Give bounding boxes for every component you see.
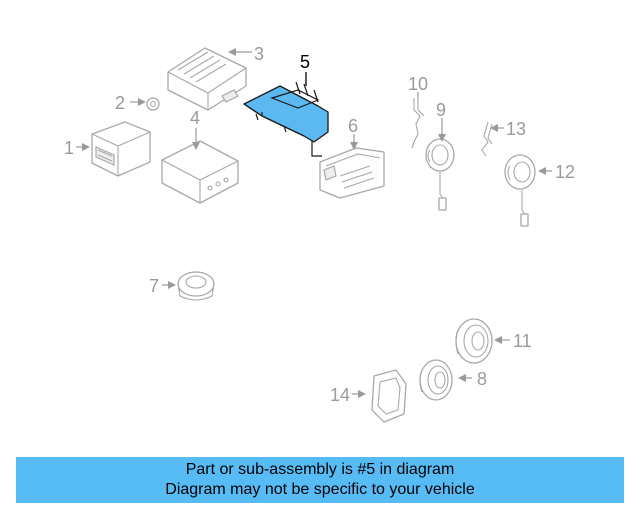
part-5-bracket[interactable] (243, 81, 329, 157)
part-12-speaker[interactable] (504, 154, 536, 227)
callout-12-label: 12 (555, 162, 575, 182)
callout-14-label: 14 (330, 385, 350, 405)
part-14-ring[interactable] (371, 369, 407, 423)
callout-1-label: 1 (64, 138, 74, 158)
part-3-amplifier[interactable] (167, 47, 247, 111)
callout-6-label: 6 (348, 116, 358, 136)
banner-line-part: Part or sub-assembly is #5 in diagram (185, 461, 455, 478)
part-7-tweeter[interactable] (177, 271, 215, 301)
part-1-receiver[interactable] (91, 121, 151, 177)
callout-3-label: 3 (254, 44, 264, 64)
part-8-speaker[interactable] (419, 359, 453, 401)
callout-5-label: 5 (300, 52, 310, 72)
part-10-lead[interactable] (411, 98, 425, 149)
callout-9-label: 9 (436, 100, 446, 120)
callout-10-label: 10 (408, 74, 428, 94)
callout-11-label: 11 (513, 331, 532, 351)
callout-2-arrow (138, 98, 146, 106)
callout-7-label: 7 (149, 276, 159, 296)
callout-11-arrow (494, 336, 502, 344)
part-2-clip[interactable] (146, 97, 160, 111)
callout-1-arrow (82, 143, 90, 151)
callout-12-arrow (538, 167, 546, 175)
callout-4-label: 4 (190, 108, 200, 128)
part-6-navigation-unit[interactable] (319, 147, 385, 199)
callout-6-arrow (350, 142, 358, 150)
banner-line-disclaimer: Diagram may not be specific to your vehi… (165, 481, 475, 498)
callout-9-arrow (438, 134, 446, 142)
info-banner: Part or sub-assembly is #5 in diagram Di… (16, 457, 624, 503)
part-13-clip[interactable] (481, 121, 493, 157)
part-9-speaker[interactable] (425, 138, 455, 211)
callout-13-label: 13 (506, 119, 526, 139)
callout-3-arrow (228, 48, 236, 56)
callout-14-arrow (358, 390, 366, 398)
parts-diagram: 3 2 1 4 5 (64, 44, 575, 423)
callout-13-arrow (490, 124, 498, 132)
part-4-module[interactable] (161, 140, 239, 204)
callout-2-label: 2 (115, 93, 125, 113)
callout-8-label: 8 (477, 369, 487, 389)
callout-4-arrow (192, 142, 200, 150)
part-11-speaker[interactable] (455, 318, 493, 364)
callout-8-arrow (458, 374, 466, 382)
callout-7-arrow (168, 281, 176, 289)
